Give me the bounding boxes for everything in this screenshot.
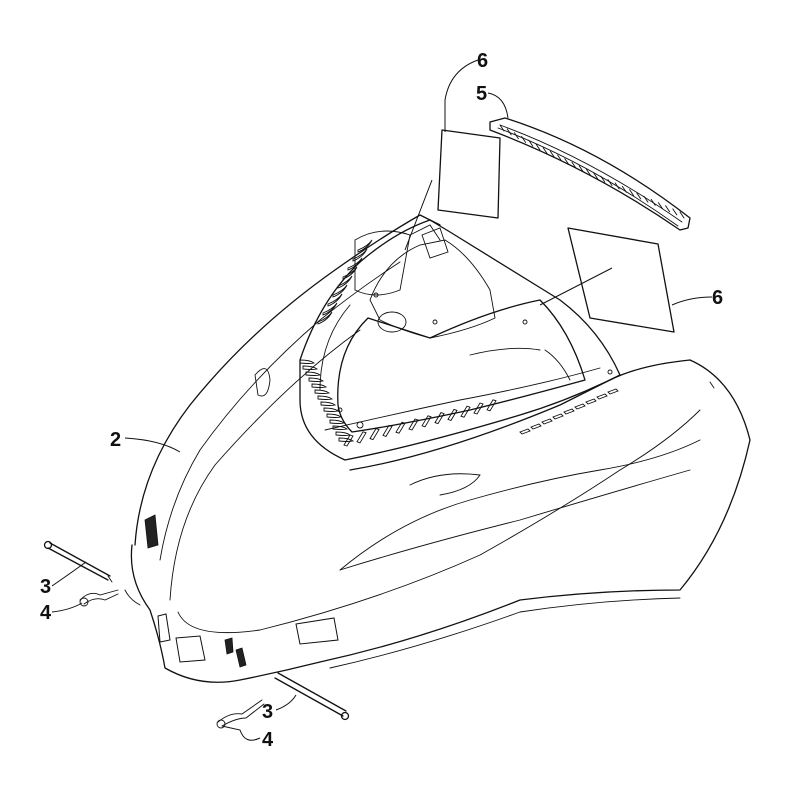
decor-line — [542, 147, 548, 155]
decor-line — [607, 388, 619, 395]
callout-6-top: 6 — [477, 50, 488, 72]
decor-line — [629, 189, 635, 197]
decor-line — [356, 431, 367, 444]
decor-line — [473, 402, 484, 415]
decor-line — [421, 415, 432, 428]
decor-line — [530, 423, 542, 430]
decal-left-part — [437, 129, 501, 219]
decor-line — [327, 293, 343, 307]
decor-line — [578, 165, 584, 173]
decor-line — [352, 248, 368, 262]
decor-line — [528, 139, 534, 147]
decor-line — [460, 405, 471, 418]
decor-line — [342, 266, 358, 280]
decor-line — [338, 437, 355, 442]
decor-line — [563, 408, 575, 415]
decor-line — [332, 425, 349, 430]
hood-part — [124, 214, 751, 683]
decor-line — [585, 398, 597, 405]
decor-line — [657, 202, 663, 210]
decor-line — [506, 128, 512, 136]
decor-line — [672, 208, 678, 216]
callout-labels: 6 5 6 2 3 4 3 4 — [40, 50, 723, 751]
windshield-part — [489, 117, 691, 231]
decor-line — [343, 434, 354, 447]
decor-line — [541, 418, 553, 425]
decor-line — [557, 154, 563, 162]
decor-line — [643, 195, 649, 203]
decor-line — [369, 428, 380, 441]
decor-line — [299, 359, 316, 364]
callout-3-left: 3 — [40, 576, 51, 598]
decor-line — [382, 424, 393, 437]
decor-line — [650, 198, 656, 206]
decor-line — [434, 412, 445, 425]
decor-line — [317, 395, 334, 400]
decor-line — [320, 401, 337, 406]
decor-line — [585, 168, 591, 176]
decor-line — [679, 211, 685, 219]
leader-lines — [51, 59, 713, 741]
decor-line — [614, 182, 620, 190]
hinge-pin-right-part — [274, 672, 350, 721]
decor-line — [329, 419, 346, 424]
decor-line — [332, 284, 348, 298]
decor-line — [552, 413, 564, 420]
hairpin-clip-right-part — [216, 699, 265, 729]
decor-line — [305, 371, 322, 376]
decor-line — [308, 377, 325, 382]
decor-line — [311, 383, 328, 388]
decor-line — [357, 239, 373, 253]
decor-line — [564, 158, 570, 166]
decor-line — [549, 150, 555, 158]
decor-line — [513, 132, 519, 140]
decor-line — [337, 275, 353, 289]
decor-line — [521, 136, 527, 143]
callout-3-right: 3 — [262, 701, 273, 723]
callout-2: 2 — [110, 429, 121, 451]
decor-line — [317, 311, 333, 325]
decor-line — [593, 172, 599, 180]
decor-line — [636, 192, 642, 200]
decor-line — [395, 421, 406, 434]
decor-line — [447, 408, 458, 421]
decor-line — [607, 179, 613, 187]
callout-4-left: 4 — [40, 602, 52, 624]
decor-line — [347, 257, 363, 271]
callout-4-right: 4 — [262, 729, 274, 751]
decor-line — [519, 428, 531, 435]
callout-6-right: 6 — [712, 287, 723, 309]
hairpin-clip-left-part — [79, 589, 119, 607]
decor-line — [323, 407, 340, 412]
decor-line — [600, 175, 606, 183]
hinge-pin-left-part — [43, 540, 113, 583]
decor-line — [574, 403, 586, 410]
decor-line — [665, 205, 671, 213]
decor-line — [535, 143, 541, 151]
decor-line — [571, 161, 577, 169]
decor-line — [408, 418, 419, 431]
decor-line — [326, 413, 343, 418]
decor-line — [302, 365, 319, 370]
decor-line — [499, 124, 505, 132]
decor-line — [314, 389, 331, 394]
decal-right-part — [567, 227, 675, 333]
decor-line — [596, 393, 608, 400]
decor-line — [322, 302, 338, 316]
decor-line — [335, 431, 352, 436]
decor-line — [621, 185, 627, 193]
decor-line — [486, 399, 497, 412]
callout-5: 5 — [476, 83, 487, 105]
